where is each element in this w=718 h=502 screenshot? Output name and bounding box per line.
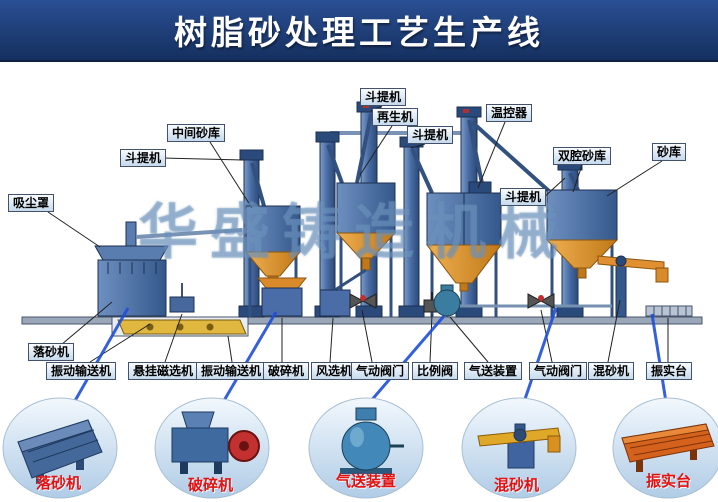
hopper-regenerator-silo	[335, 182, 397, 317]
label-double-chamber-sand-silo: 双腔砂库	[553, 147, 612, 165]
callout-label-pneumatic-conveyor: 气送装置	[336, 472, 397, 490]
inset-pneumatic-conveyor	[309, 398, 423, 498]
inset-crusher	[155, 398, 269, 498]
shakeout-machine-graphic	[97, 259, 167, 317]
inset-border-3	[308, 397, 424, 499]
label-bucket-elevator-4: 斗提机	[500, 188, 547, 206]
compaction-table-graphic	[645, 305, 693, 317]
inset-border-2	[154, 397, 270, 499]
label-pneumatic-conveyor: 气送装置	[464, 362, 523, 380]
sand-mixer-graphic	[597, 255, 669, 318]
air-separator-graphic	[319, 268, 367, 317]
label-magnetic-separator: 悬挂磁选机	[128, 362, 199, 380]
label-shakeout-machine: 落砂机	[28, 343, 75, 361]
label-proportional-valve: 比例阀	[412, 362, 459, 380]
connector-lines	[70, 307, 668, 407]
label-crusher: 破碎机	[263, 362, 310, 380]
label-compaction-table: 振实台	[646, 362, 693, 380]
hopper-intermediate-silo	[244, 205, 302, 317]
pneumatic-conveyor-graphic	[433, 284, 612, 317]
label-regenerator: 再生机	[372, 108, 419, 126]
callout-label-compaction-table: 振实台	[646, 472, 692, 490]
magnetic-separator-graphic	[169, 283, 195, 313]
label-bucket-elevator-top: 斗提机	[360, 88, 407, 106]
label-dust-hood: 吸尘罩	[8, 194, 55, 212]
overhead-duct	[330, 131, 470, 135]
inset-sand-mixer	[462, 398, 576, 498]
chute-pipes	[250, 113, 580, 207]
inset-border-4	[461, 397, 577, 499]
label-sand-mixer: 混砂机	[588, 362, 635, 380]
label-air-separator: 风选机	[311, 362, 358, 380]
label-sand-silo: 砂库	[652, 143, 687, 161]
title-bar: 树脂砂处理工艺生产线	[0, 0, 718, 62]
inset-border-1	[2, 397, 118, 499]
page-title: 树脂砂处理工艺生产线	[174, 13, 544, 52]
label-pneumatic-valve-1: 气动阀门	[351, 362, 410, 380]
inset-border-5	[612, 397, 718, 499]
crusher-graphic	[256, 277, 308, 317]
label-intermediate-sand-silo: 中间砂库	[167, 124, 226, 142]
dust-hood-graphic	[94, 221, 243, 261]
hopper-sand-silo	[545, 189, 619, 317]
callout-label-crusher: 破碎机	[188, 476, 234, 494]
callout-label-sand-mixer: 混砂机	[494, 476, 540, 494]
pneumatic-valve-graphic-1	[349, 293, 377, 309]
vibrating-conveyor-graphic	[117, 319, 247, 335]
pneumatic-valve-graphic-2	[527, 293, 555, 309]
label-vibrating-conveyor-1: 振动输送机	[46, 362, 117, 380]
label-pneumatic-valve-2: 气动阀门	[529, 362, 588, 380]
label-bucket-elevator-2: 斗提机	[407, 126, 454, 144]
label-bucket-elevator-3: 斗提机	[120, 149, 167, 167]
label-vibrating-conveyor-2: 振动输送机	[196, 362, 267, 380]
inset-shakeout-machine	[3, 398, 117, 498]
inset-compaction-table	[613, 398, 718, 498]
label-temperature-controller: 温控器	[486, 104, 533, 122]
callout-lines	[47, 105, 669, 363]
callout-label-shakeout: 落砂机	[36, 474, 82, 492]
